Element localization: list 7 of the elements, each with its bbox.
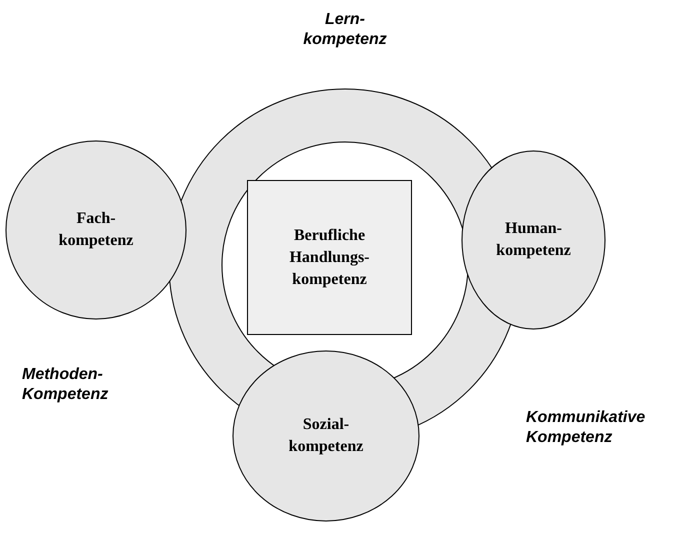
node-label: Human- kompetenz	[495, 219, 572, 261]
node-label: Sozial- kompetenz	[288, 415, 364, 457]
competence-label: Kommunikative Kompetenz	[526, 408, 646, 448]
competence-label: Methoden- Kompetenz	[22, 365, 110, 405]
node-label: Fach- kompetenz	[58, 209, 134, 251]
competence-label: Lern- kompetenz	[302, 10, 388, 50]
node-label: Berufliche Handlungs- kompetenz	[288, 226, 371, 290]
